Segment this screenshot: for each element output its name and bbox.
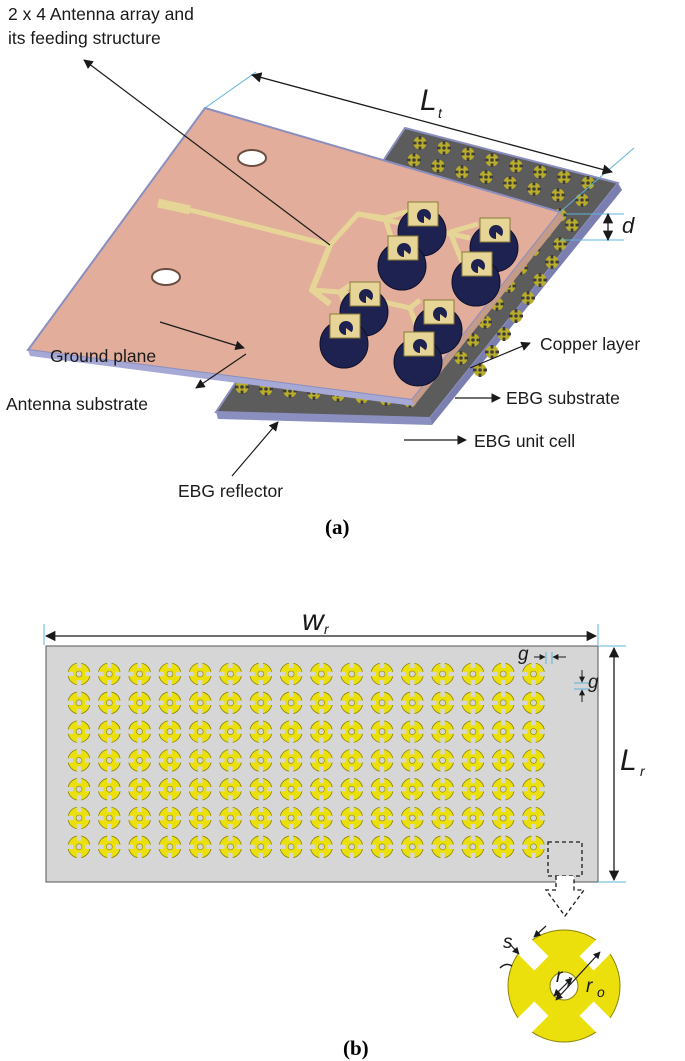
svg-text:Copper layer: Copper layer [540, 334, 640, 354]
figure-b: w r L r g g [43, 604, 646, 1060]
leader-array [83, 59, 331, 246]
svg-text:i: i [567, 974, 571, 990]
dim-d: d [560, 212, 635, 242]
dim-ri: r i [556, 966, 571, 990]
label-array-line1: 2 x 4 Antenna array and [8, 4, 194, 24]
dim-g-horizontal: g [518, 644, 566, 665]
label-copper-layer: Copper layer [469, 334, 640, 369]
label-array: 2 x 4 Antenna array and its feeding stru… [8, 4, 331, 246]
mounting-hole-bottom [151, 268, 181, 286]
svg-text:Antenna substrate: Antenna substrate [6, 394, 148, 414]
dim-lr-label: L [620, 744, 637, 777]
svg-text:g: g [518, 644, 529, 665]
label-antenna-substrate: Antenna substrate [6, 353, 247, 414]
svg-text:g: g [588, 672, 599, 693]
dim-wr-sub: r [324, 621, 330, 637]
svg-text:EBG unit cell: EBG unit cell [474, 431, 575, 451]
caption-a: (a) [325, 515, 350, 539]
dim-d-label: d [622, 213, 635, 238]
label-ebg-substrate: EBG substrate [455, 388, 620, 408]
dim-lr-sub: r [640, 763, 646, 779]
svg-text:Ground plane: Ground plane [50, 346, 156, 366]
dim-s: s [499, 925, 547, 969]
label-ebg-unit-cell: EBG unit cell [404, 431, 575, 451]
mounting-hole-top [237, 149, 267, 167]
caption-b: (b) [343, 1036, 369, 1060]
figure-a: 2 x 4 Antenna array and its feeding stru… [6, 4, 640, 539]
label-array-line2: its feeding structure [8, 28, 161, 48]
label-ground-plane: Ground plane [50, 321, 245, 366]
svg-text:EBG substrate: EBG substrate [506, 388, 620, 408]
dim-lt-label: L [420, 84, 437, 117]
enlarged-unit-cell [507, 929, 621, 1043]
svg-text:EBG reflector: EBG reflector [178, 481, 283, 501]
dim-lt-sub: t [438, 105, 443, 121]
dim-ro: r o [586, 976, 605, 1000]
dim-wr-label: w [302, 604, 326, 637]
dim-wr: w r [43, 604, 599, 645]
dim-lr: L r [598, 645, 646, 883]
svg-text:o: o [597, 984, 605, 1000]
svg-text:r: r [556, 966, 563, 987]
antenna-substrate-board [26, 106, 564, 406]
zoom-callout [544, 841, 586, 918]
svg-text:s: s [503, 932, 513, 953]
dim-lt: L t [204, 71, 635, 213]
svg-text:r: r [586, 976, 593, 997]
label-ebg-reflector: EBG reflector [178, 421, 283, 501]
dim-g-vertical: g [574, 670, 599, 702]
